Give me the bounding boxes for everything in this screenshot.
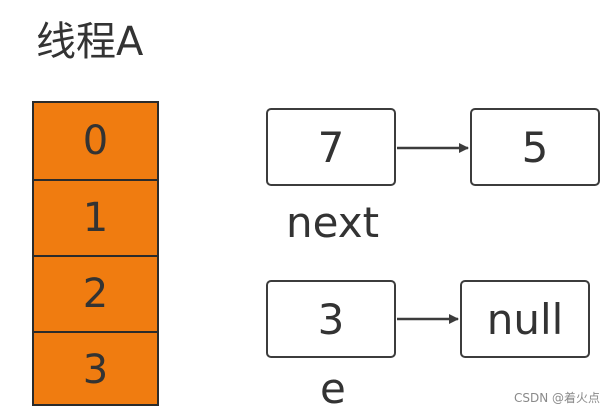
diagram-title: 线程A	[36, 19, 144, 65]
label-e: e	[320, 364, 346, 413]
array-table: 0 1 2 3	[32, 101, 159, 406]
node-next-successor: 5	[470, 108, 600, 186]
array-cell-1: 1	[34, 179, 157, 255]
node-e-null: null	[460, 280, 590, 358]
node-e-value: 3	[266, 280, 396, 358]
array-cell-3: 3	[34, 331, 157, 407]
node-next-value: 7	[266, 108, 396, 186]
watermark: CSDN @着火点	[513, 391, 600, 405]
array-cell-0: 0	[82, 118, 109, 164]
array-cell-2: 2	[34, 255, 157, 331]
label-next: next	[286, 198, 380, 247]
